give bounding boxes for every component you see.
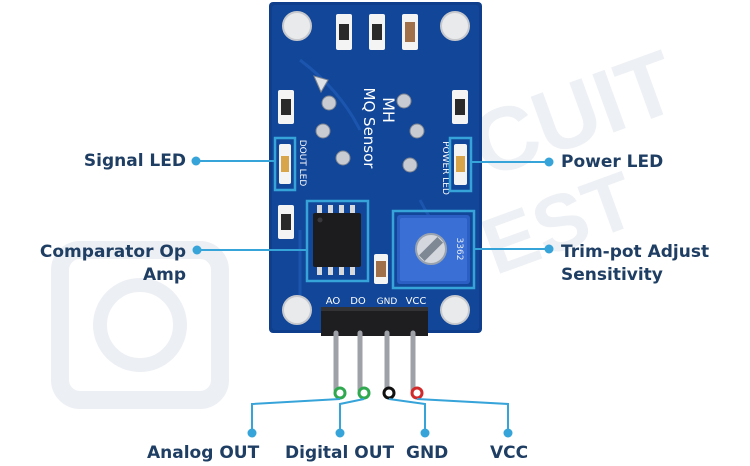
- pcb-board: MH MQ Sensor DOUT LED POWER LED: [269, 2, 482, 333]
- power-led-label: Power LED: [561, 152, 664, 172]
- silkscreen-title: MH: [379, 97, 398, 123]
- dout-led-silkscreen: DOUT LED: [297, 140, 307, 187]
- pin-label-vcc: VCC: [406, 296, 427, 307]
- pin-label-gnd: GND: [377, 297, 398, 307]
- analog-out-pin-marker: [333, 386, 347, 400]
- smd-resistor: [452, 90, 468, 124]
- mounting-hole: [440, 11, 470, 41]
- smd-resistor: [336, 14, 352, 50]
- vcc-pin-marker: [410, 386, 424, 400]
- power-led-silkscreen: POWER LED: [440, 141, 450, 195]
- trimpot-label-line1: Trim-pot Adjust: [561, 242, 710, 262]
- smd-capacitor: [374, 254, 388, 284]
- power-led: [448, 136, 473, 193]
- smd-resistor: [369, 14, 385, 50]
- trimpot-label-line2: Sensitivity: [561, 265, 663, 285]
- smd-resistor: [278, 205, 294, 239]
- smd-resistor: [278, 90, 294, 124]
- digital-out-pin-marker: [357, 386, 371, 400]
- pin-header: [321, 307, 428, 393]
- smd-capacitor: [402, 14, 418, 50]
- signal-led: [273, 136, 297, 192]
- vcc-label: VCC: [490, 443, 529, 463]
- comparator-label-line1: Comparator Op: [39, 242, 186, 262]
- digital-out-label: Digital OUT: [285, 443, 395, 463]
- gnd-label: GND: [406, 443, 449, 463]
- mounting-hole: [282, 295, 312, 325]
- leader-dots: [191, 156, 554, 438]
- trim-pot: 3362: [391, 209, 476, 290]
- pin-label-do: DO: [350, 296, 366, 307]
- leader-lines: [196, 160, 549, 433]
- comparator-op-amp: [305, 199, 370, 283]
- trim-pot-marking: 3362: [454, 238, 464, 261]
- pin-label-ao: AO: [326, 296, 341, 307]
- signal-led-label: Signal LED: [83, 151, 186, 171]
- watermark-chip: [51, 241, 229, 409]
- silkscreen-subtitle: MQ Sensor: [360, 88, 378, 170]
- sensor-pads: [313, 75, 425, 173]
- mounting-hole: [282, 11, 312, 41]
- mounting-hole: [440, 295, 470, 325]
- comparator-label-line2: Amp: [142, 265, 186, 285]
- gnd-pin-marker: [382, 386, 396, 400]
- analog-out-label: Analog OUT: [147, 443, 260, 463]
